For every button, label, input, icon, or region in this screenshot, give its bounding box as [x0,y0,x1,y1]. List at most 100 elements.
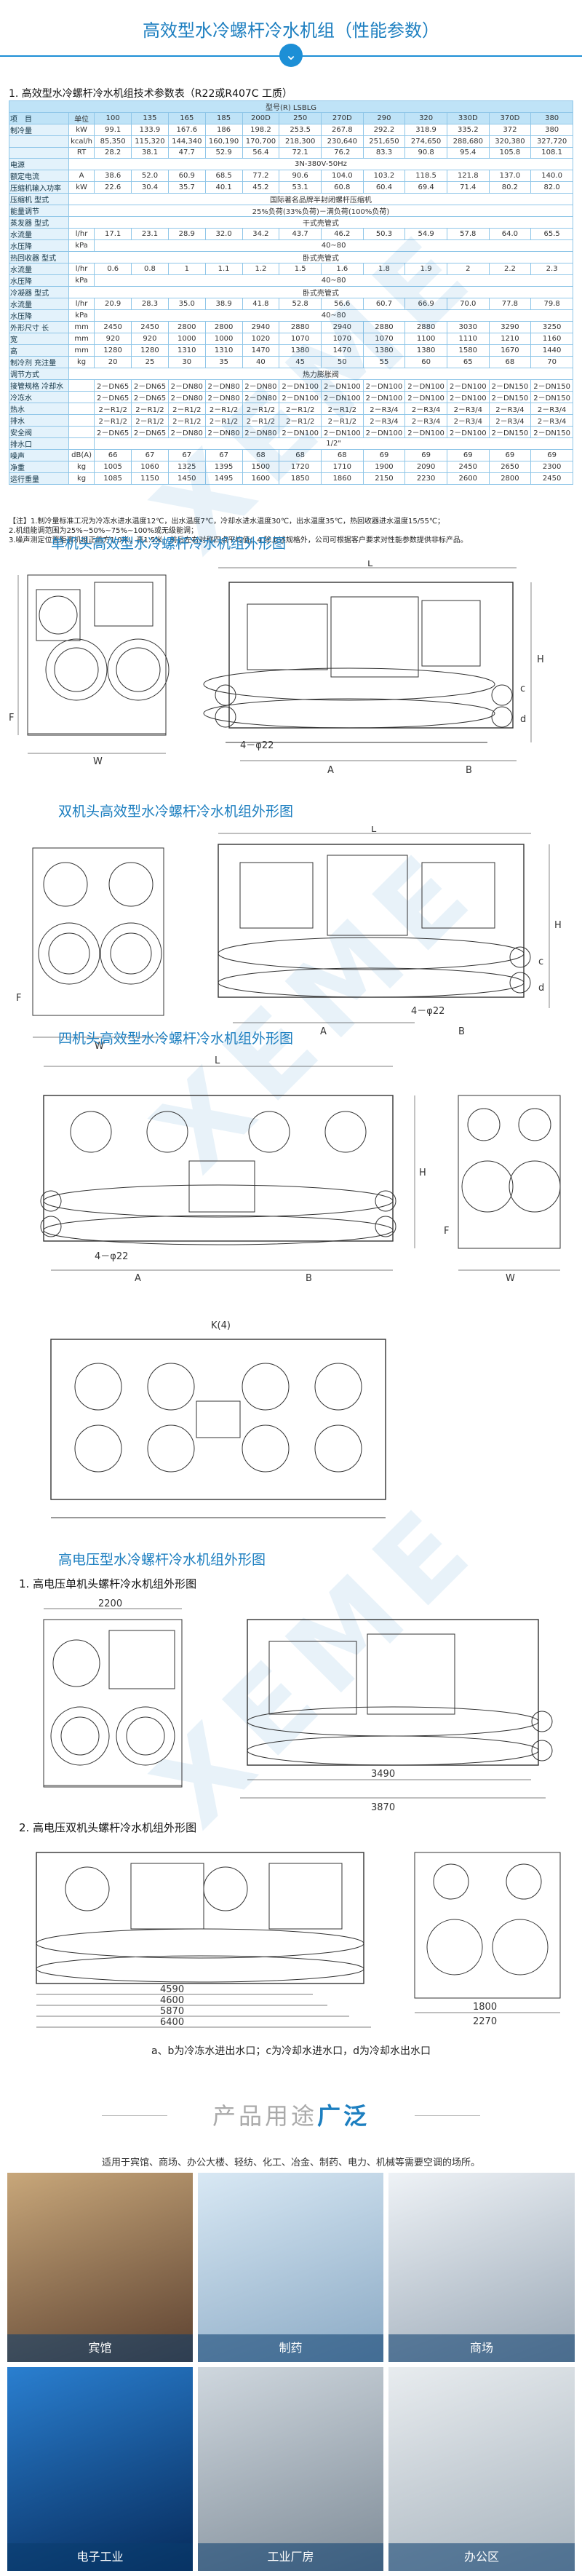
double-compressor-title: 双机头高效型水冷螺杆冷水机组外形图 [58,804,294,820]
table-cell: 198.2 [242,124,280,136]
table-cell: 2230 [404,472,447,485]
table-cell: 68.5 [204,170,243,182]
table-cell [68,426,95,438]
table-cell: 1160 [530,333,573,345]
table-cell: 77.2 [242,170,280,182]
table-cell: 热水 [9,403,69,415]
table-cell: 1000 [167,333,206,345]
usage-divider-left [102,2115,167,2116]
photo-label: 商场 [388,2334,575,2362]
table-cell [68,403,95,415]
table-cell: 2940 [242,321,280,333]
table-cell: 52.9 [204,146,243,159]
quad-compressor-drawing: L A B 4－φ22 H W F K(4) [40,1055,561,1518]
table-cell: 2－DN65 [94,426,132,438]
table-cell: 2－R3/4 [446,403,490,415]
table-cell: 43.7 [279,228,322,240]
dim-hv2-c: 5870 [160,2006,184,2017]
table-cell [9,146,69,159]
dim-c: c [520,683,525,694]
table-cell: 单位 [68,112,95,124]
hv-double-title: 2. 高电压双机头螺杆冷水机组外形图 [19,1821,197,1834]
table-cell: 144,340 [167,135,206,148]
table-cell: 135 [131,112,169,124]
table-cell: 净重 [9,461,69,473]
table-cell: 20.9 [94,298,132,310]
table-cell: 47.7 [167,146,206,159]
table-cell: 水压降 [9,274,69,287]
table-cell: mm [68,333,95,345]
table-cell: 1.5 [279,263,322,275]
table-cell: 25%负荷(33%负荷)－满负荷(100%负荷) [68,205,574,217]
double-compressor-drawing: W F L A B H 4－φ22 c d [16,826,562,1052]
table-cell: 2450 [94,321,132,333]
table-cell: 32.0 [204,228,243,240]
table-cell: 2450 [446,461,490,473]
table-cell: 22.6 [94,181,132,194]
table-cell: 52.0 [131,170,169,182]
table-cell: l/hr [68,228,95,240]
table-cell: 2－R3/4 [530,414,573,427]
table-cell: 46.2 [320,228,364,240]
table-cell: 28.3 [131,298,169,310]
table-cell: 外形尺寸 长 [9,321,69,333]
usage-description: 适用于宾馆、商场、办公大楼、轻纺、化工、冶金、制药、电力、机械等需要空调的场所。 [101,2157,480,2168]
table-cell: 接管规格 冷却水 [9,379,69,392]
table-cell: 2－DN150 [488,391,532,403]
table-cell: 185 [204,112,243,124]
dim-c: c [538,956,543,967]
dim-L: L [371,826,377,835]
dim-hv2-f: 1800 [473,2002,497,2013]
usage-divider-right [415,2115,480,2116]
table-cell: 1.1 [204,263,243,275]
table-caption: 1. 高效型水冷螺杆冷水机组技术参数表（R22或R407C 工质） [9,88,293,100]
photo-pharma: 制药 [198,2173,383,2362]
table-cell: 压缩机输入功率 [9,181,69,194]
table-cell: 2－R1/2 [131,403,169,415]
table-cell: 920 [94,333,132,345]
table-cell: 35.7 [167,181,206,194]
table-cell: 105.8 [488,146,532,159]
table-cell: 2－R1/2 [94,403,132,415]
chevron-down-icon: ⌄ [279,44,303,67]
table-cell: 76.2 [320,146,364,159]
table-cell: 335.2 [446,124,490,136]
page-title-paren: （性能参数） [335,20,439,41]
dim-bolt: 4－φ22 [240,740,274,751]
table-cell: 1085 [94,472,132,485]
table-cell: kW [68,124,95,136]
dim-hv2-a: 4590 [160,1984,184,1995]
table-cell [68,391,95,403]
table-cell: 85,350 [94,135,132,148]
table-cell: 3N-380V-50Hz [68,158,574,170]
table-cell: 2－DN65 [131,391,169,403]
table-cell: 69 [488,449,532,461]
table-cell: kg [68,356,95,368]
table-cell: 水压降 [9,309,69,322]
table-cell: 热回收器 型式 [9,251,69,263]
photo-factory: 工业厂房 [198,2367,383,2571]
table-cell: 1 [167,263,206,275]
table-cell: 72.1 [279,146,322,159]
table-cell: mm [68,321,95,333]
table-cell: 0.8 [131,263,169,275]
table-cell: 35.0 [167,298,206,310]
table-cell: 115,320 [131,135,169,148]
table-cell: 60.8 [320,181,364,194]
table-cell: 1670 [488,344,532,357]
table-cell: 水流量 [9,263,69,275]
table-cell: 冷冻水 [9,391,69,403]
table-cell: kW [68,181,95,194]
dim-B: B [466,765,472,776]
table-cell: 100 [94,112,132,124]
table-cell [68,437,95,450]
table-cell: 2－DN100 [404,391,447,403]
table-cell: 160,190 [204,135,243,148]
table-cell: 167.6 [167,124,206,136]
table-cell: kPa [68,309,95,322]
